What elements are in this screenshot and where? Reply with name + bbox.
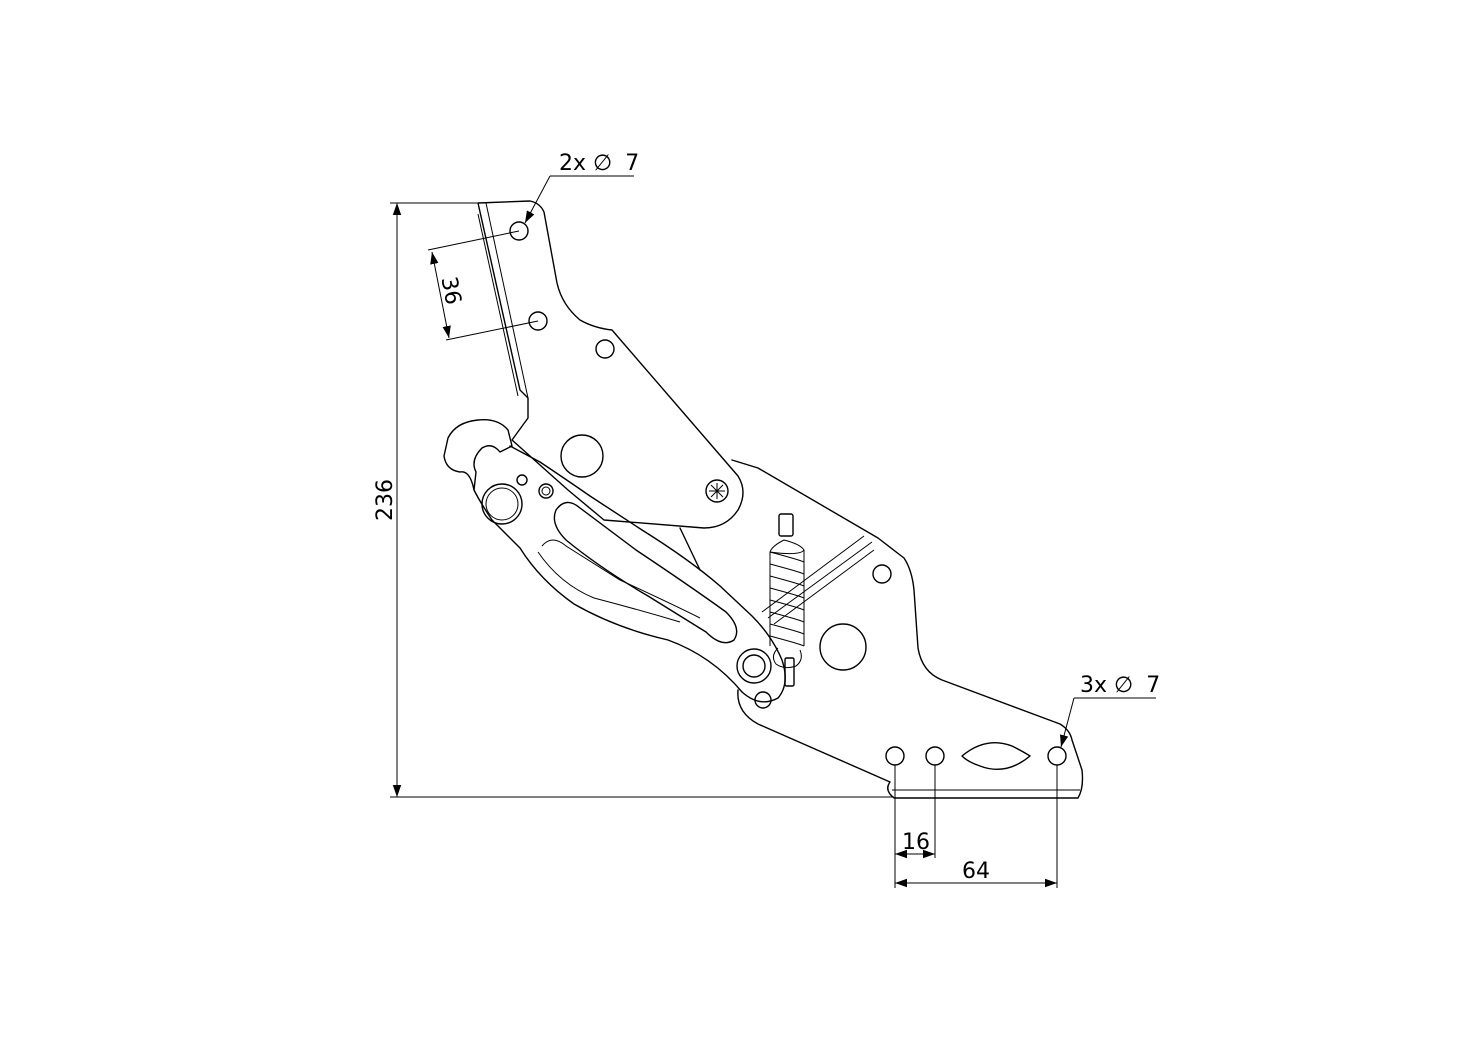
top-mounting-hole-1	[509, 221, 529, 241]
bottom-hole-spacing-large-label: 64	[962, 859, 990, 884]
spring	[769, 513, 805, 687]
top-hole-spacing-label: 36	[435, 275, 465, 307]
overall-height-label: 236	[373, 479, 398, 521]
oval-slot	[961, 742, 1031, 770]
bottom-hole-spacing-small-label: 16	[902, 830, 930, 855]
upper-arm-plate	[477, 200, 744, 529]
bottom-mounting-hole-2	[925, 746, 945, 766]
diameter-icon: ∅	[1114, 673, 1133, 698]
bottom-mounting-hole-3	[1047, 746, 1067, 766]
dimension-bottom-hole-spacing-large: 64	[895, 765, 1058, 888]
svg-text:2x ∅ 7: 2x ∅ 7	[559, 151, 639, 176]
dimension-overall-height: 236	[373, 202, 894, 798]
latch-lever	[443, 419, 786, 709]
top-holes-diameter: 7	[625, 151, 639, 176]
callout-bottom-holes: 3x ∅ 7	[1060, 673, 1160, 748]
bottom-holes-count: 3x	[1080, 673, 1107, 698]
callout-top-holes: 2x ∅ 7	[524, 151, 639, 224]
diameter-icon: ∅	[593, 151, 612, 176]
base-plate	[679, 459, 1084, 799]
svg-text:3x ∅ 7: 3x ∅ 7	[1080, 673, 1160, 698]
top-holes-count: 2x	[559, 151, 586, 176]
dimension-bottom-hole-spacing-small: 16	[894, 765, 936, 888]
top-mounting-hole-2	[528, 311, 548, 331]
bottom-holes-diameter: 7	[1146, 673, 1160, 698]
bottom-mounting-hole-1	[885, 746, 905, 766]
dimension-top-hole-spacing: 36	[427, 230, 539, 341]
rivet-icon	[709, 483, 725, 499]
